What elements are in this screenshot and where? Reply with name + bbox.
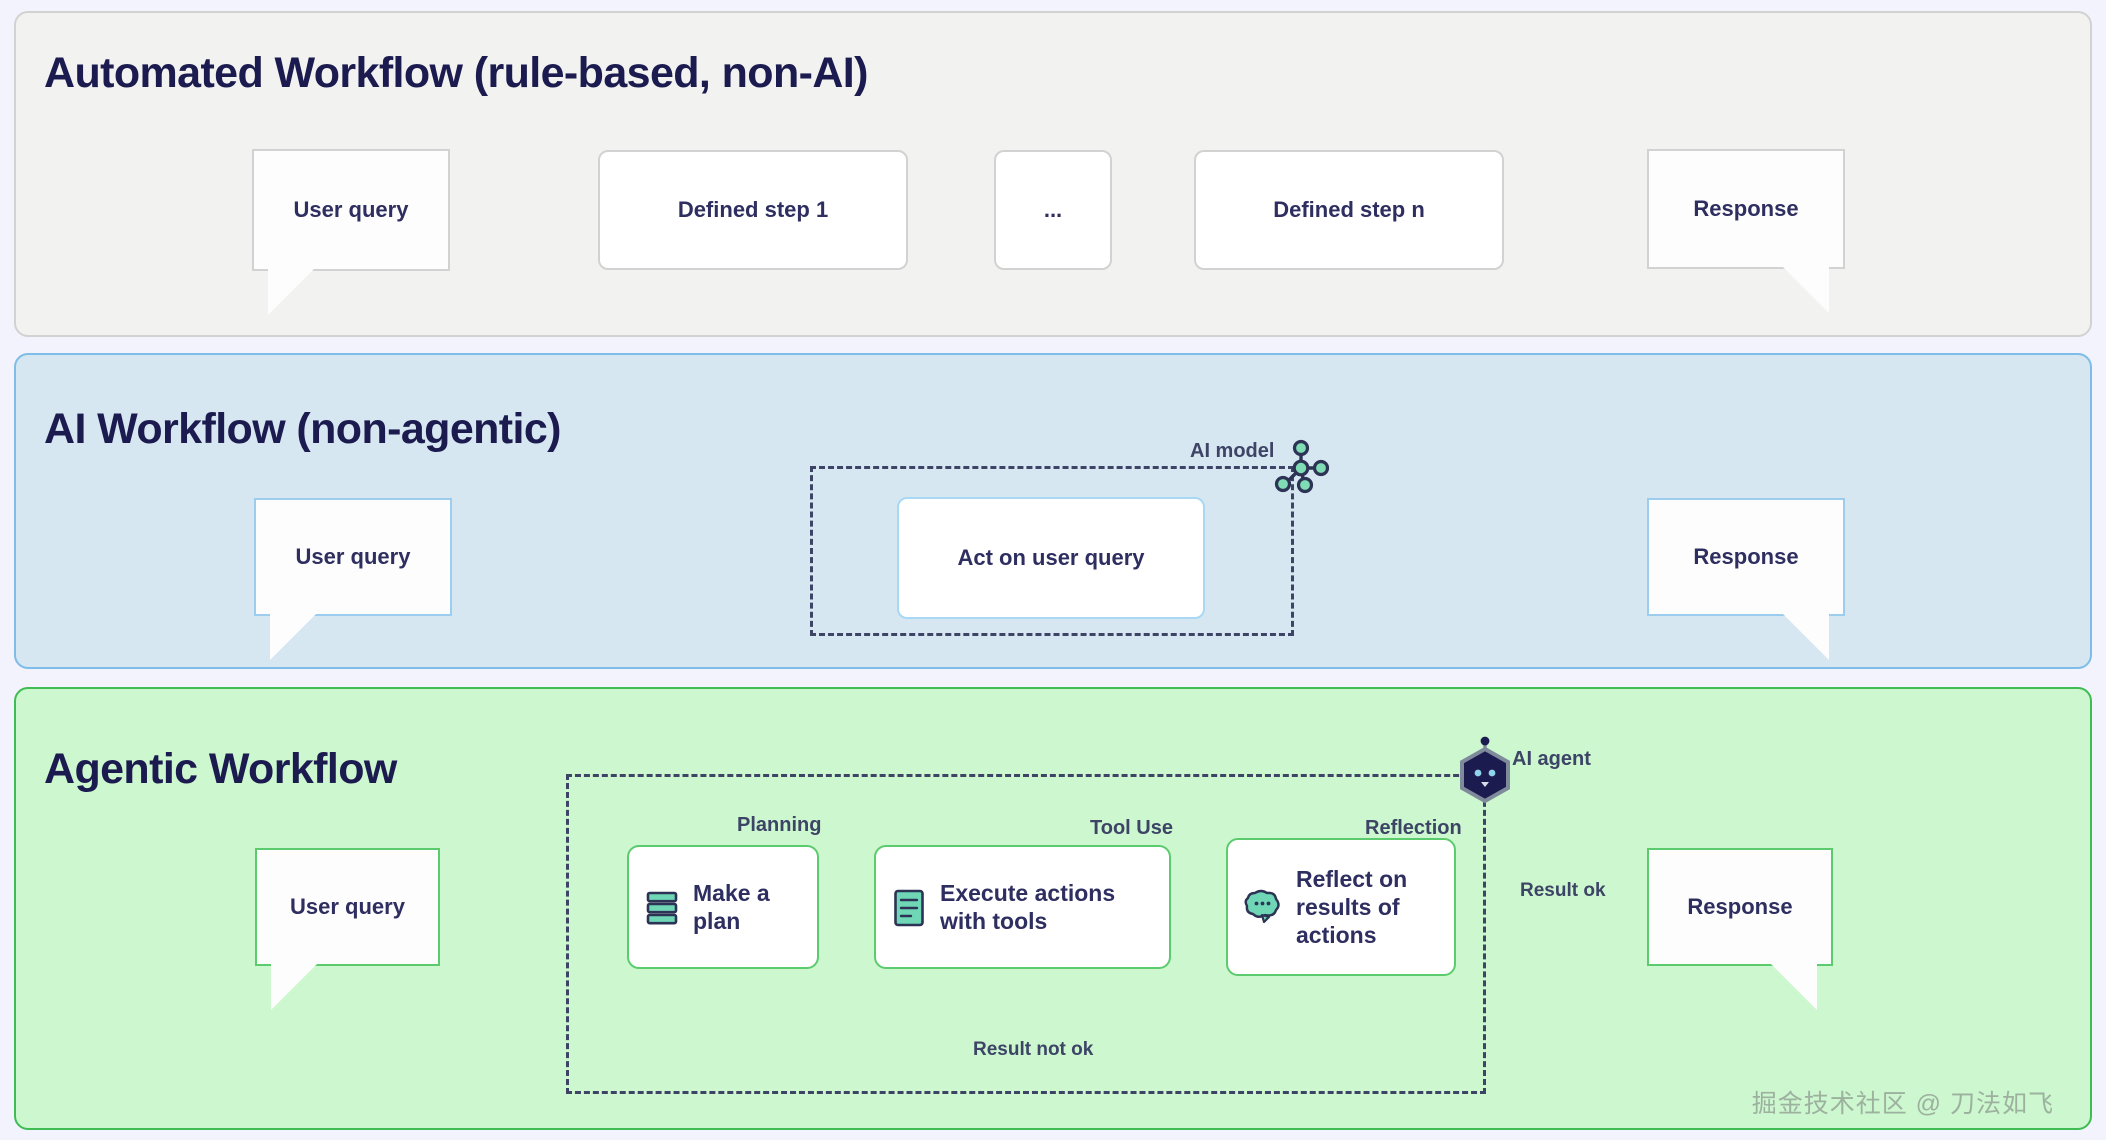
watermark-text: 掘金技术社区 @ 刀法如飞 [1751, 1090, 2054, 1118]
aiworkflow-response-bubble: Response [1647, 498, 1845, 664]
aiworkflow-user-query-bubble: User query [254, 498, 452, 664]
edge-label-result-not-ok: Result not ok [965, 1039, 1102, 1061]
capability-label-planning: Planning [737, 814, 822, 836]
automated-ellipsis-label: ... [1043, 197, 1063, 222]
agentic-make-a-plan-box: Make a plan [627, 845, 819, 969]
thought-bubble-icon [1244, 888, 1282, 926]
panel-agentic-title: Agentic Workflow [44, 745, 397, 793]
capability-label-reflection: Reflection [1365, 817, 1462, 839]
aiworkflow-response-label: Response [1693, 544, 1799, 569]
capability-label-tool-use: Tool Use [1090, 817, 1173, 839]
automated-defined-step-n-box: Defined step n [1194, 150, 1504, 270]
agentic-response-bubble: Response [1647, 848, 1833, 1014]
agentic-make-a-plan-label: Make a plan [693, 879, 770, 934]
ai-agent-robot-icon [1452, 736, 1518, 806]
ai-model-boundary-dashed-box [810, 466, 1294, 636]
agentic-response-label: Response [1687, 894, 1793, 919]
ai-agent-boundary-label: AI agent [1512, 748, 1591, 770]
agentic-user-query-label: User query [290, 894, 405, 919]
agentic-user-query-bubble: User query [255, 848, 440, 1014]
automated-response-bubble: Response [1647, 149, 1845, 317]
automated-user-query-label: User query [293, 197, 409, 222]
automated-defined-step-n-label: Defined step n [1273, 197, 1425, 222]
automated-user-query-bubble: User query [252, 149, 450, 319]
list-stack-icon [645, 890, 679, 925]
agentic-reflect-label: Reflect on results of actions [1296, 865, 1408, 949]
agentic-execute-actions-label: Execute actions with tools [940, 879, 1116, 934]
aiworkflow-act-on-user-query-box: Act on user query [897, 497, 1205, 619]
edge-label-result-ok: Result ok [1512, 880, 1614, 902]
agentic-execute-actions-box: Execute actions with tools [874, 845, 1171, 969]
agentic-reflect-box: Reflect on results of actions [1226, 838, 1456, 976]
automated-defined-step-1-box: Defined step 1 [598, 150, 908, 270]
aiworkflow-user-query-label: User query [295, 544, 411, 569]
aiworkflow-act-on-user-query-label: Act on user query [957, 545, 1145, 570]
automated-defined-step-1-label: Defined step 1 [677, 197, 829, 222]
automated-ellipsis-box: ... [994, 150, 1112, 270]
document-icon [892, 888, 926, 927]
ai-model-boundary-label: AI model [1190, 440, 1275, 462]
panel-automated-title: Automated Workflow (rule-based, non-AI) [44, 49, 868, 97]
ai-agent-boundary-dashed-box [566, 774, 1486, 1094]
panel-ai-workflow-title: AI Workflow (non-agentic) [44, 405, 562, 453]
automated-response-label: Response [1693, 196, 1799, 221]
ai-model-node-graph-icon [1270, 437, 1332, 499]
